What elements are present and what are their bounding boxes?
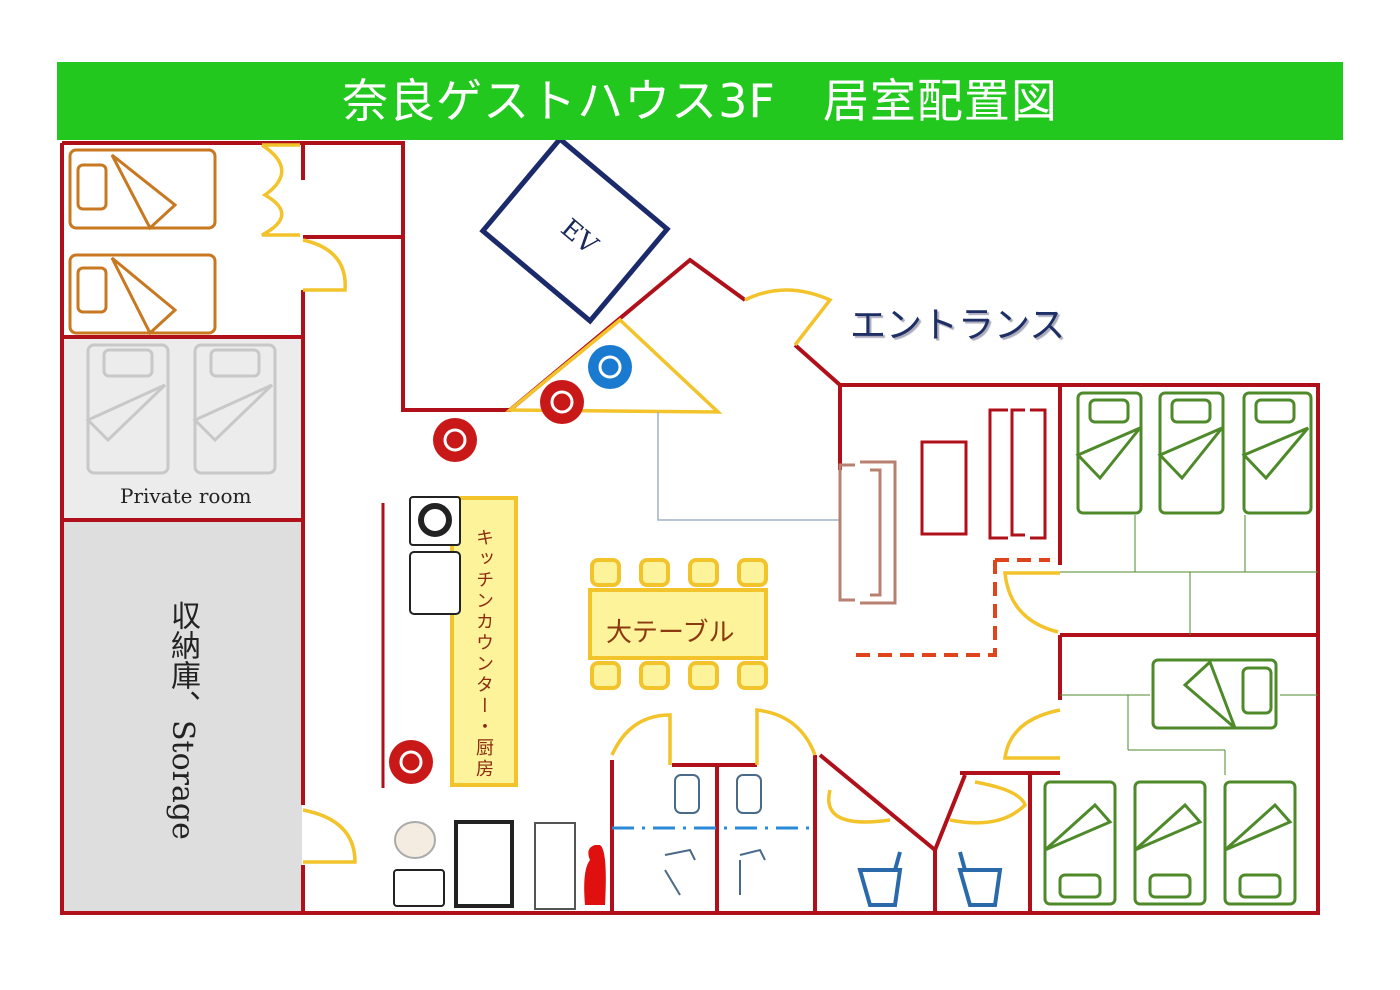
kitchen-counter <box>450 496 518 787</box>
sofa-right <box>988 408 1047 540</box>
walls <box>60 141 1320 915</box>
floor-line <box>657 412 840 521</box>
private-beds <box>68 148 217 336</box>
microwave-icon <box>393 869 445 907</box>
doors <box>261 143 1061 864</box>
storage-label: 収納庫、Storage <box>165 600 200 840</box>
elevator-box <box>479 135 671 325</box>
dorm-grid-lines <box>1060 515 1318 775</box>
toilet-icons <box>857 851 1003 907</box>
big-table <box>588 558 768 690</box>
cupboard-icon <box>454 820 514 908</box>
entrance-label: エントランス <box>850 305 1066 346</box>
fridge-icon <box>534 822 576 910</box>
outlet-icons <box>389 345 632 784</box>
dorm-beds <box>1043 391 1313 906</box>
private-room-label: Private room <box>120 484 252 508</box>
rice-cooker-icon <box>394 821 436 859</box>
lounge-furniture <box>920 408 1047 540</box>
kitchen-counter-label: キッチンカウンター・厨房 <box>473 528 494 780</box>
private-room-beds <box>85 343 277 475</box>
lounge-table <box>920 440 968 536</box>
sofa-left <box>838 460 897 605</box>
storage-area <box>64 521 302 911</box>
fire-extinguisher-icon <box>584 845 606 905</box>
shower-icons <box>664 774 766 896</box>
partition-dashed <box>850 558 1050 657</box>
washing-machine-icon <box>409 551 461 615</box>
big-table-label: 大テーブル <box>606 618 735 648</box>
kitchen-appliances <box>393 496 576 910</box>
page-title: 奈良ゲストハウス3F 居室配置図 <box>57 62 1343 140</box>
